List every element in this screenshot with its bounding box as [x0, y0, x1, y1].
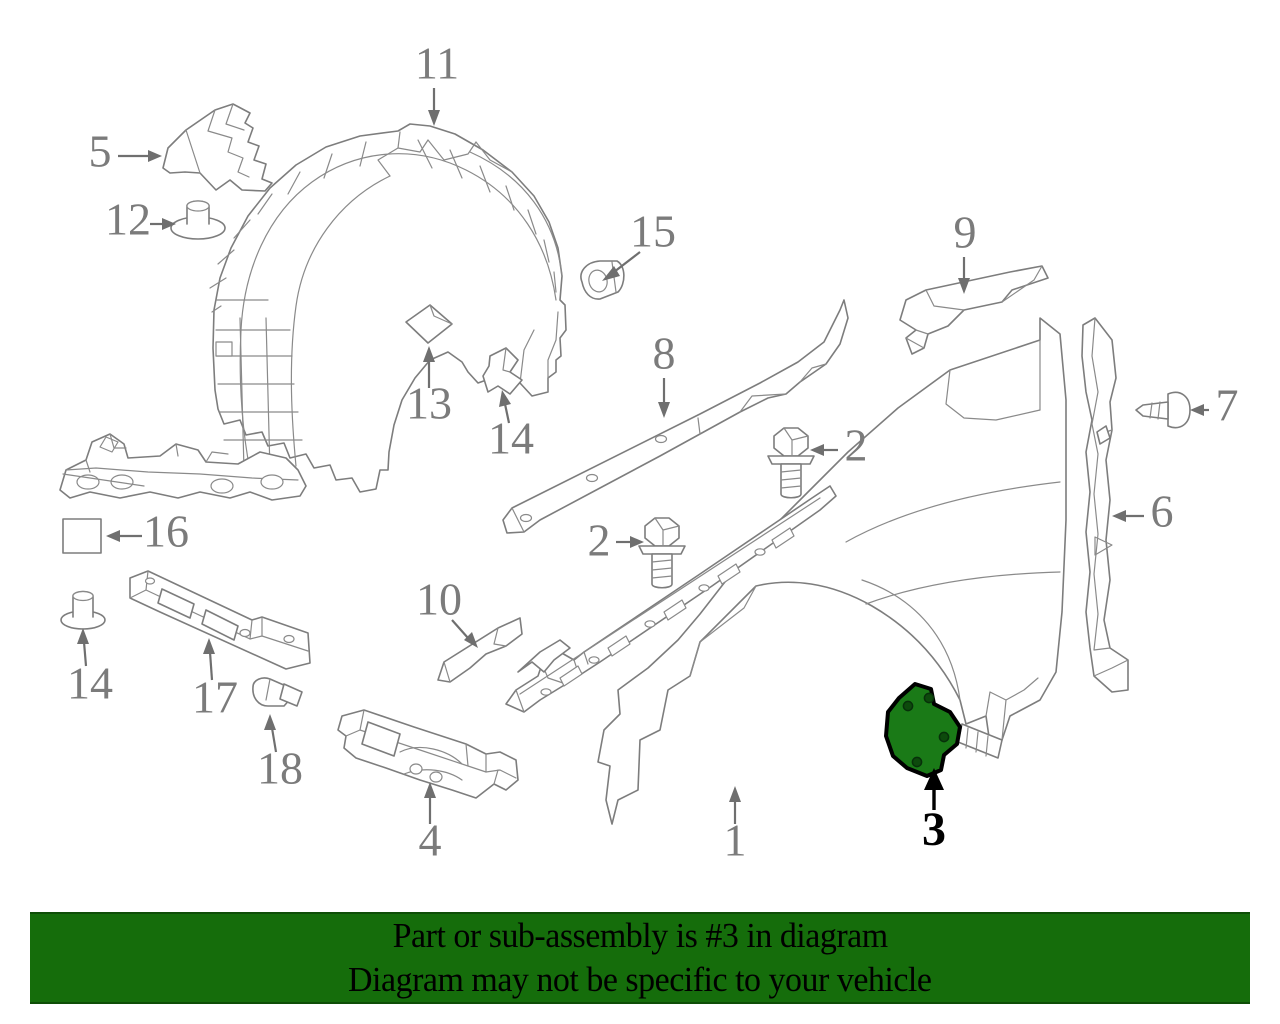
leader-2-upper: [810, 444, 838, 456]
part-fender-mounting-bracket-highlighted: [884, 682, 962, 778]
part-hex-flange-bolt-lower: [638, 517, 686, 589]
leader-14-upper: [499, 390, 511, 424]
leader-1: [729, 786, 741, 824]
part-rubber-grommet: [580, 260, 625, 300]
callout-label-11: 11: [415, 38, 459, 89]
callout-label-15: 15: [630, 206, 676, 257]
callout-label-5: 5: [89, 126, 112, 177]
part-square-pad: [62, 518, 102, 554]
leader-17: [203, 638, 215, 681]
part-perforated-rail: [505, 485, 837, 713]
notice-line-1: Part or sub-assembly is #3 in diagram: [392, 916, 888, 955]
leader-16: [106, 530, 142, 542]
part-side-bracket-rail: [129, 570, 311, 670]
callout-label-9: 9: [954, 207, 977, 258]
leader-9: [958, 257, 970, 294]
callout-label-16: 16: [143, 506, 189, 557]
part-t-clip: [252, 677, 303, 707]
part-grommet-clip: [170, 200, 226, 240]
callout-label-1: 1: [724, 815, 747, 866]
leader-7: [1190, 404, 1209, 416]
callout-label-17: 17: [192, 672, 238, 723]
part-lower-reinforcement: [337, 709, 519, 799]
part-hex-flange-bolt-upper: [767, 427, 815, 499]
callout-label-7: 7: [1216, 380, 1239, 431]
part-retainer-clip-upper: [482, 347, 523, 395]
callout-label-4: 4: [419, 815, 442, 866]
part-upper-bracket: [899, 265, 1049, 355]
leader-8: [658, 378, 670, 418]
leader-18: [264, 714, 278, 753]
callout-label-14a: 14: [488, 413, 534, 464]
leader-10: [451, 619, 478, 648]
part-front-fender-panel: [597, 317, 1067, 825]
part-push-pin-retainer: [60, 590, 106, 630]
leader-13: [423, 346, 435, 388]
callout-label-3: 3: [922, 803, 946, 856]
notice-line-2: Diagram may not be specific to your vehi…: [348, 960, 932, 999]
leader-6: [1112, 510, 1144, 522]
callout-label-2a: 2: [845, 420, 868, 471]
leader-15: [602, 251, 641, 281]
leader-2-lower: [616, 536, 644, 548]
callout-label-10: 10: [416, 574, 462, 625]
part-screw: [1135, 391, 1191, 429]
leader-3: [924, 768, 944, 810]
callout-label-12: 12: [105, 194, 151, 245]
leader-5: [118, 150, 162, 162]
notice-banner: Part or sub-assembly is #3 in diagram Di…: [30, 912, 1250, 1004]
leader-11: [428, 88, 440, 126]
leader-12: [150, 218, 176, 230]
callout-label-8: 8: [653, 328, 676, 379]
part-square-clip: [405, 304, 453, 344]
leader-4: [424, 782, 436, 824]
part-upper-rail-reinforcement: [502, 299, 849, 534]
part-fender-liner: [209, 123, 567, 493]
callout-label-13: 13: [406, 378, 452, 429]
part-small-bracket: [437, 617, 523, 683]
callout-label-18: 18: [257, 743, 303, 794]
callout-label-2b: 2: [588, 515, 611, 566]
part-fender-seal-strip: [1081, 317, 1129, 693]
callout-label-6: 6: [1151, 486, 1174, 537]
leader-14-lower: [77, 628, 89, 667]
part-inner-fender-apron: [59, 433, 307, 501]
part-splash-shield-foam-block: [162, 103, 273, 192]
callout-label-14b: 14: [67, 658, 113, 709]
